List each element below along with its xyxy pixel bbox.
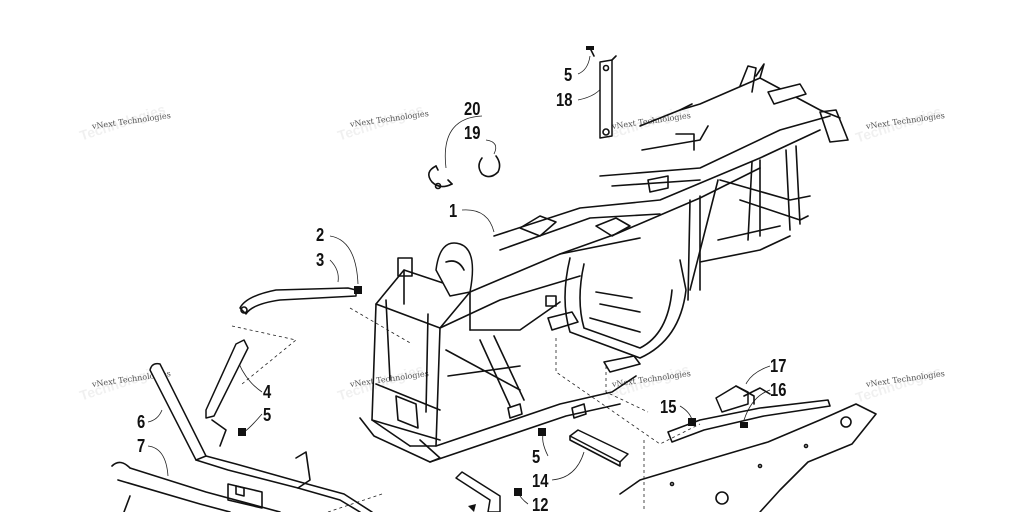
leader-14 <box>551 451 585 481</box>
callout-18: 18 <box>556 90 573 110</box>
front-support-bracket <box>239 286 362 315</box>
leader-17 <box>745 365 771 385</box>
callout-2: 2 <box>316 225 325 245</box>
lower-guard-7 <box>111 461 281 512</box>
leader-15 <box>679 405 693 421</box>
leader-7 <box>147 445 169 477</box>
callout-1: 1 <box>449 201 458 221</box>
callout-15: 15 <box>660 397 677 417</box>
footrest-bracket <box>688 385 771 428</box>
leader-1 <box>461 209 495 233</box>
callout-4: 4 <box>263 382 272 402</box>
leader-3 <box>329 259 339 283</box>
pad-14 <box>569 429 629 467</box>
callout-5-left: 5 <box>263 405 272 425</box>
footrest-plate <box>619 399 877 512</box>
bracket-18 <box>586 46 617 139</box>
bracket-12 <box>455 428 546 512</box>
callout-3: 3 <box>316 250 325 270</box>
stay-4 <box>205 339 249 436</box>
front-bumper-6 <box>149 362 373 512</box>
snap-rings <box>428 155 501 190</box>
leader-2 <box>329 235 359 285</box>
leader-6 <box>147 409 163 423</box>
callout-20: 20 <box>464 99 481 119</box>
callout-19: 19 <box>464 123 481 143</box>
callout-17: 17 <box>770 356 787 376</box>
assembly-dashed-lines <box>231 307 701 512</box>
callout-7: 7 <box>137 436 146 456</box>
callout-14: 14 <box>532 471 549 491</box>
callout-12: 12 <box>532 495 549 515</box>
callout-5-top: 5 <box>564 65 573 85</box>
callout-16: 16 <box>770 380 787 400</box>
leader-19 <box>485 139 497 155</box>
leader-5-top <box>577 55 591 75</box>
main-frame <box>359 63 849 463</box>
leader-20 <box>444 115 483 169</box>
callout-6: 6 <box>137 412 146 432</box>
leader-5-left <box>243 413 263 433</box>
callout-5-mid: 5 <box>532 447 541 467</box>
